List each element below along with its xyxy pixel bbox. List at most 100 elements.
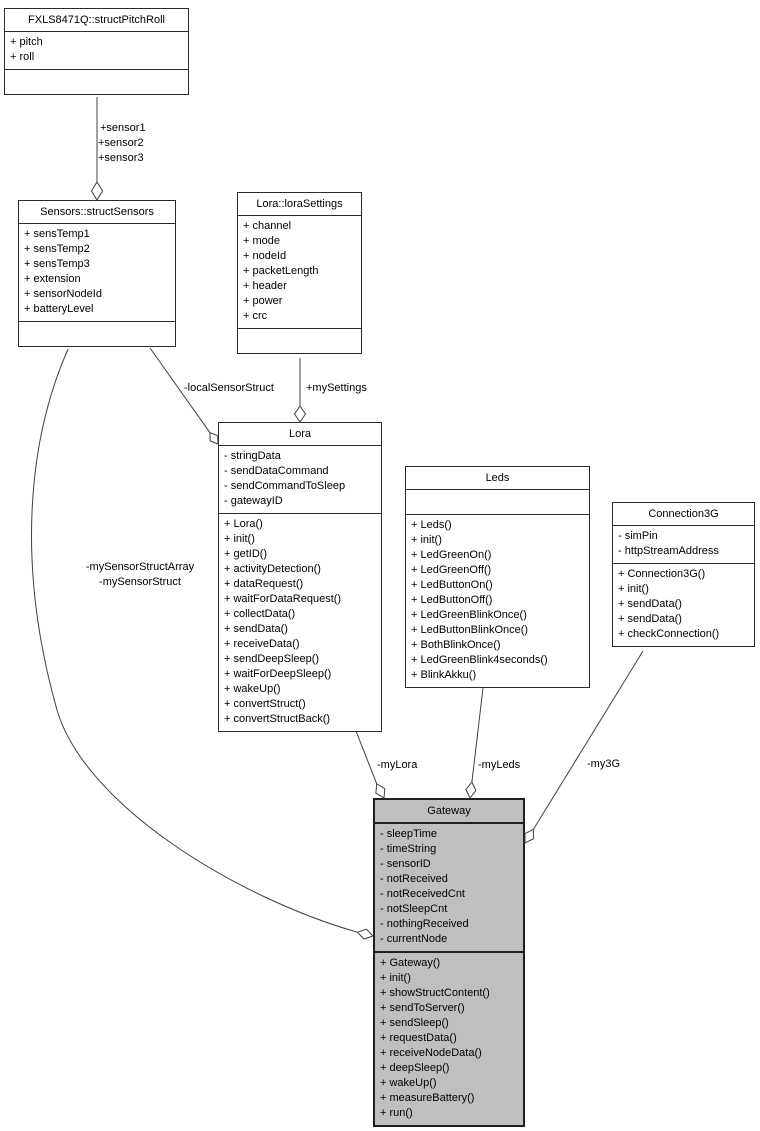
attribute: - notReceivedCnt: [380, 888, 465, 900]
class-title: FXLS8471Q::structPitchRoll: [5, 9, 188, 32]
attribute: - gatewayID: [224, 495, 283, 507]
attribute: + channel: [243, 220, 292, 232]
method: + receiveNodeData(): [380, 1047, 482, 1059]
aggregation-diamond-icon: [524, 828, 534, 844]
aggregation-diamond-icon: [90, 181, 104, 201]
aggregation-diamond-icon: [293, 405, 307, 423]
edge-label-my-3g: -my3G: [587, 758, 620, 770]
aggregation-diamond-icon: [375, 782, 386, 799]
method: + dataRequest(): [224, 578, 304, 590]
edge-label-my-leds: -myLeds: [478, 759, 521, 771]
method: + init(): [618, 583, 649, 595]
method: + collectData(): [224, 608, 296, 620]
method: + LedButtonOn(): [411, 579, 493, 591]
edge-label-sensor1: +sensor1: [100, 122, 146, 134]
attribute: + batteryLevel: [24, 303, 94, 315]
class-gateway[interactable]: Gateway - sleepTime - timeString - senso…: [373, 798, 525, 1127]
class-leds[interactable]: Leds + Leds() + init() + LedGreenOn() + …: [405, 466, 590, 688]
method: + run(): [380, 1107, 413, 1119]
empty-methods-compartment: [19, 321, 175, 346]
attribute: - sleepTime: [380, 828, 438, 840]
method: + LedGreenOn(): [411, 549, 492, 561]
class-title: Gateway: [375, 800, 523, 824]
class-struct-pitch-roll[interactable]: FXLS8471Q::structPitchRoll + pitch + rol…: [4, 8, 189, 95]
edge-label-my-sensor-struct: -mySensorStruct: [99, 576, 181, 588]
method: + sendData(): [618, 613, 682, 625]
edge-label-my-lora: -myLora: [377, 759, 418, 771]
method: + sendDeepSleep(): [224, 653, 320, 665]
attribute: + sensTemp2: [24, 243, 90, 255]
method: + LedGreenOff(): [411, 564, 492, 576]
class-connection3g[interactable]: Connection3G - simPin - httpStreamAddres…: [612, 502, 755, 647]
attribute: - notSleepCnt: [380, 903, 448, 915]
method: + BothBlinkOnce(): [411, 639, 501, 651]
aggregation-diamond-icon: [356, 928, 374, 940]
attribute: + header: [243, 280, 287, 292]
edge-lora-gateway: [355, 730, 378, 784]
method: + Leds(): [411, 519, 452, 531]
attribute: - notReceived: [380, 873, 448, 885]
edge-label-my-sensor-struct-array: -mySensorStructArray: [85, 561, 195, 573]
method: + checkConnection(): [618, 628, 720, 640]
class-title: Lora: [219, 423, 381, 446]
method: + waitForDeepSleep(): [224, 668, 332, 680]
class-struct-sensors[interactable]: Sensors::structSensors + sensTemp1 + sen…: [18, 200, 176, 347]
attribute: + sensTemp3: [24, 258, 90, 270]
method: + LedButtonOff(): [411, 594, 493, 606]
attribute: - simPin: [618, 530, 658, 542]
empty-methods-compartment: [5, 69, 188, 94]
method: + sendToServer(): [380, 1002, 465, 1014]
empty-methods-compartment: [238, 328, 361, 353]
method: + deepSleep(): [380, 1062, 450, 1074]
class-lora[interactable]: Lora - stringData - sendDataCommand - se…: [218, 422, 382, 732]
method: + waitForDataRequest(): [224, 593, 342, 605]
method: + Connection3G(): [618, 568, 706, 580]
attribute: + sensorNodeId: [24, 288, 102, 300]
method: + measureBattery(): [380, 1092, 475, 1104]
attribute: - stringData: [224, 450, 281, 462]
method: + init(): [380, 972, 411, 984]
method: + requestData(): [380, 1032, 457, 1044]
edge-label-sensor2: +sensor2: [98, 137, 144, 149]
method: + LedButtonBlinkOnce(): [411, 624, 529, 636]
attribute: - sensorID: [380, 858, 431, 870]
attribute: + pitch: [10, 36, 43, 48]
attribute: + roll: [10, 51, 35, 63]
attributes-compartment: - simPin - httpStreamAddress: [613, 526, 754, 563]
edge-label-local-sensor-struct: -localSensorStruct: [184, 382, 274, 394]
methods-compartment: + Leds() + init() + LedGreenOn() + LedGr…: [406, 514, 589, 687]
attribute: + sensTemp1: [24, 228, 90, 240]
attribute: - httpStreamAddress: [618, 545, 719, 557]
method: + getID(): [224, 548, 268, 560]
method: + BlinkAkku(): [411, 669, 477, 681]
method: + init(): [411, 534, 442, 546]
attribute: - sendDataCommand: [224, 465, 329, 477]
method: + LedGreenBlinkOnce(): [411, 609, 527, 621]
aggregation-diamond-icon: [465, 781, 477, 799]
attribute: - nothingReceived: [380, 918, 469, 930]
attributes-compartment: + pitch + roll: [5, 32, 188, 69]
method: + LedGreenBlink4seconds(): [411, 654, 548, 666]
empty-attributes-compartment: [406, 490, 589, 514]
class-lora-settings[interactable]: Lora::loraSettings + channel + mode + no…: [237, 192, 362, 354]
method: + convertStructBack(): [224, 713, 331, 725]
attribute: + extension: [24, 273, 81, 285]
attribute: + nodeId: [243, 250, 287, 262]
attribute: + mode: [243, 235, 280, 247]
method: + wakeUp(): [380, 1077, 437, 1089]
method: + activityDetection(): [224, 563, 321, 575]
edge-label-my-settings: +mySettings: [306, 382, 367, 394]
class-title: Lora::loraSettings: [238, 193, 361, 216]
aggregation-diamond-icon: [209, 431, 219, 445]
methods-compartment: + Lora() + init() + getID() + activityDe…: [219, 513, 381, 731]
method: + sendSleep(): [380, 1017, 449, 1029]
attribute: - timeString: [380, 843, 437, 855]
method: + convertStruct(): [224, 698, 306, 710]
method: + wakeUp(): [224, 683, 281, 695]
attributes-compartment: + sensTemp1 + sensTemp2 + sensTemp3 + ex…: [19, 224, 175, 321]
method: + receiveData(): [224, 638, 300, 650]
attribute: - sendCommandToSleep: [224, 480, 346, 492]
method: + Lora(): [224, 518, 263, 530]
class-title: Leds: [406, 467, 589, 490]
